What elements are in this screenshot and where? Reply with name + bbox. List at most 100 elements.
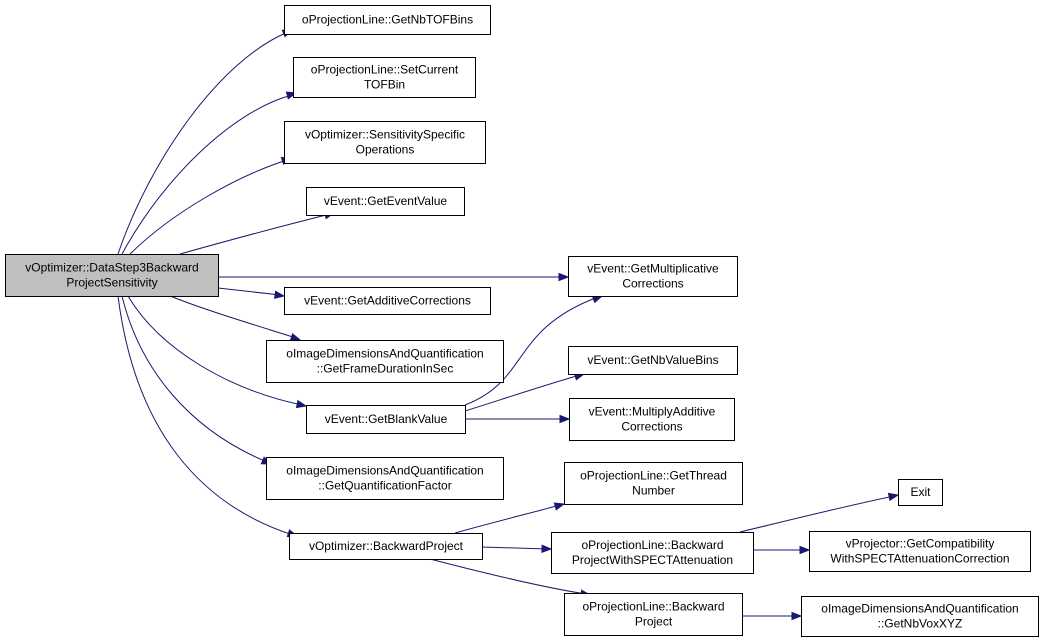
edge-backwardProject-to-getThreadNumber — [454, 502, 566, 534]
edge-line — [121, 94, 293, 255]
node-box — [569, 398, 735, 441]
node-exit[interactable]: Exit — [898, 479, 943, 506]
node-box — [568, 346, 738, 375]
node-box — [809, 531, 1031, 572]
node-get-blank-value[interactable]: vEvent::GetBlankValue — [306, 405, 466, 434]
arrowhead-icon — [559, 414, 571, 424]
node-label-line: vEvent::GetBlankValue — [325, 412, 448, 426]
node-box — [5, 254, 219, 297]
node-box — [306, 187, 465, 216]
edge-backwardProjectWithSPECT-to-getCompatibilitySPECT — [753, 545, 811, 555]
edge-backwardProjectWithSPECT-to-exit — [739, 492, 900, 533]
node-box — [266, 457, 504, 500]
node-get-event-value[interactable]: vEvent::GetEventValue — [306, 187, 465, 216]
node-box — [801, 596, 1039, 637]
node-label-line: oProjectionLine::SetCurrent — [311, 63, 459, 77]
node-label-line: ::GetNbVoxXYZ — [878, 617, 963, 631]
arrowhead-icon — [558, 272, 570, 282]
node-label-line: vEvent::GetNbValueBins — [587, 353, 718, 367]
edge-line — [464, 296, 599, 406]
node-label-line: oImageDimensionsAndQuantification — [821, 602, 1018, 616]
node-get-additive-corrections[interactable]: vEvent::GetAdditiveCorrections — [284, 287, 491, 315]
node-label-line: oProjectionLine::Backward — [582, 600, 724, 614]
node-get-nb-vox-x-y-z[interactable]: oImageDimensionsAndQuantification::GetNb… — [801, 596, 1039, 637]
node-get-frame-duration-in-sec[interactable]: oImageDimensionsAndQuantification::GetFr… — [266, 340, 504, 383]
node-backward-project-with-s-p-e-c-t[interactable]: oProjectionLine::BackwardProjectWithSPEC… — [551, 532, 754, 574]
node-label-line: vProjector::GetCompatibility — [846, 537, 995, 551]
node-box — [284, 287, 491, 315]
node-get-nb-value-bins[interactable]: vEvent::GetNbValueBins — [568, 346, 738, 375]
edge-line — [127, 295, 303, 406]
edge-root-to-getEventValue — [179, 211, 336, 255]
edge-line — [117, 295, 294, 536]
node-label-line: Operations — [356, 143, 415, 157]
node-label-line: Project — [635, 615, 673, 629]
node-label-line: oProjectionLine::GetThread — [580, 469, 727, 483]
edge-line — [464, 374, 581, 412]
arrowhead-icon — [799, 545, 811, 555]
node-label-line: TOFBin — [364, 78, 405, 92]
arrowhead-icon — [887, 492, 900, 502]
edge-root-to-getBlankValue — [127, 295, 308, 409]
edge-line — [454, 504, 561, 534]
node-box — [568, 256, 738, 297]
edge-root-to-getFrameDurationInSec — [169, 295, 302, 342]
node-label-line: ProjectWithSPECTAttenuation — [572, 553, 733, 567]
edge-line — [429, 558, 587, 595]
node-label-line: vEvent::GetMultiplicative — [587, 262, 719, 276]
arrowhead-icon — [541, 544, 553, 553]
arrowhead-icon — [274, 290, 286, 299]
node-box — [266, 340, 504, 383]
node-label-line: Corrections — [622, 277, 683, 291]
node-sensitivity-specific-ops[interactable]: vOptimizer::SensitivitySpecificOperation… — [284, 121, 486, 164]
node-label-line: ProjectSensitivity — [66, 276, 157, 290]
nodes-layer: vOptimizer::DataStep3BackwardProjectSens… — [5, 5, 1039, 637]
node-label-line: Corrections — [621, 420, 682, 434]
arrowhead-icon — [553, 502, 566, 511]
node-box — [564, 462, 743, 505]
arrowhead-icon — [289, 332, 302, 342]
arrowhead-icon — [295, 399, 308, 409]
node-box — [564, 593, 743, 636]
node-box — [898, 479, 943, 506]
node-label-line: vOptimizer::SensitivitySpecific — [305, 128, 465, 142]
edges-layer — [117, 29, 900, 621]
edge-line — [121, 295, 268, 463]
node-box — [551, 532, 754, 574]
edge-line — [179, 213, 331, 255]
node-box — [284, 121, 486, 164]
node-box — [306, 405, 466, 434]
edge-line — [117, 31, 289, 255]
node-get-quantification-factor[interactable]: oImageDimensionsAndQuantification::GetQu… — [266, 457, 504, 500]
node-label-line: vEvent::GetEventValue — [324, 194, 448, 208]
edge-backwardProject-to-backwardProjectWithSPECT — [481, 544, 553, 553]
edge-root-to-getNbTOFBins — [117, 29, 294, 255]
node-get-nb-t-o-f-bins[interactable]: oProjectionLine::GetNbTOFBins — [284, 5, 491, 35]
edge-root-to-getAdditiveCorrections — [217, 287, 286, 299]
node-label-line: ::GetQuantificationFactor — [318, 479, 451, 493]
node-box — [289, 533, 483, 560]
node-root: vOptimizer::DataStep3BackwardProjectSens… — [5, 254, 219, 297]
node-get-compatibility-s-p-e-c-t[interactable]: vProjector::GetCompatibilityWithSPECTAtt… — [809, 531, 1031, 572]
node-box — [284, 5, 491, 35]
node-label-line: oImageDimensionsAndQuantification — [286, 464, 483, 478]
node-label-line: vEvent::GetAdditiveCorrections — [304, 294, 471, 308]
node-label-line: vOptimizer::DataStep3Backward — [25, 261, 198, 275]
node-label-line: vEvent::MultiplyAdditive — [589, 405, 716, 419]
edge-getBlankValue-to-multiplyAdditiveCorrections — [465, 414, 571, 424]
node-box — [293, 57, 476, 98]
edge-lineBackwardProject-to-getNbVoxXYZ — [742, 611, 803, 621]
node-label-line: Number — [632, 484, 675, 498]
edge-line — [481, 546, 548, 550]
node-backward-project[interactable]: vOptimizer::BackwardProject — [289, 533, 483, 560]
node-label-line: WithSPECTAttenuationCorrection — [830, 552, 1009, 566]
arrowhead-icon — [791, 611, 803, 621]
edge-line — [129, 159, 288, 255]
node-line-backward-project[interactable]: oProjectionLine::BackwardProject — [564, 593, 743, 636]
edge-root-to-getQuantificationFactor — [121, 295, 273, 465]
